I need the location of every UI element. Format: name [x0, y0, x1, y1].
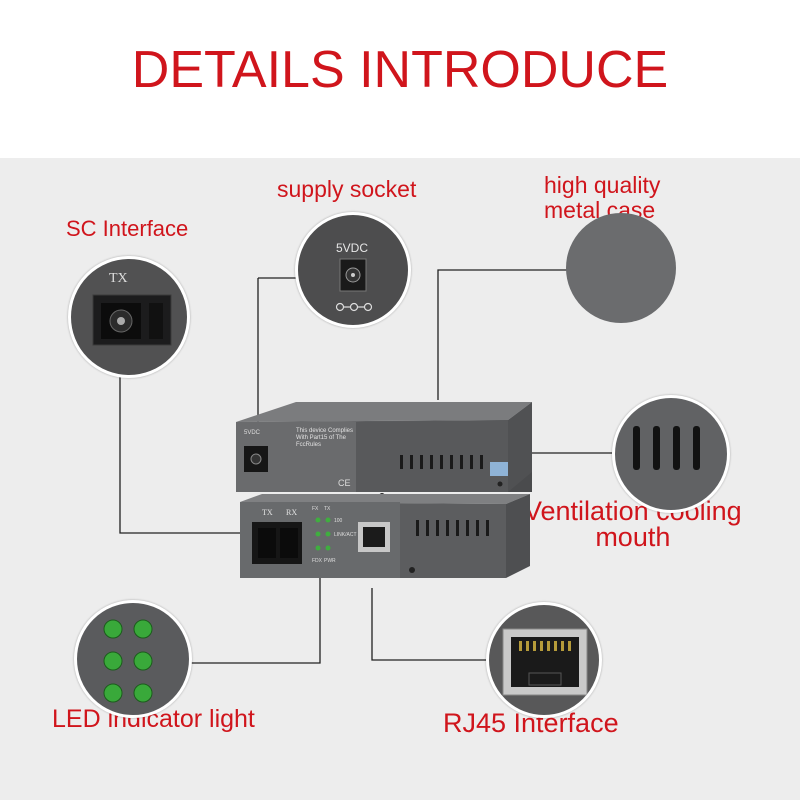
bottom-unit-leds: [315, 517, 331, 551]
device-tx-label: TX: [262, 508, 273, 517]
led-lights-image: [103, 619, 153, 703]
device-led-label-link: LINK/ACT: [334, 532, 357, 538]
ventilation-label-line1: Ventilation cooling: [524, 496, 742, 526]
sc-tx-label: TX: [109, 271, 128, 286]
ventilation-label: Ventilation cooling mouth: [524, 496, 742, 552]
rj45-port-image: [502, 628, 588, 696]
metal-case-zoom: [566, 213, 676, 323]
device-compliance-text: This device Complies With Part15 of The …: [296, 428, 354, 448]
device-power-label: 5VDC: [244, 430, 261, 436]
sc-port-image: [92, 294, 172, 346]
page-title: DETAILS INTRODUCE: [131, 41, 669, 99]
ventilation-label-line2: mouth: [595, 522, 671, 552]
rj45-zoom: [486, 602, 602, 718]
device-rx-label: RX: [286, 508, 298, 517]
supply-socket-label: supply socket: [277, 176, 417, 202]
ventilation-zoom: [612, 395, 730, 513]
bottom-unit-lid: [240, 494, 530, 504]
supply-socket-zoom: 5VDC: [295, 212, 411, 328]
device-led-label-pwr: PWR: [324, 558, 336, 564]
bottom-vent-slots: [416, 520, 489, 536]
ventilation-slots-image: [633, 426, 700, 470]
device-led-label-fx: FX: [312, 506, 319, 512]
led-zoom: [74, 600, 192, 718]
power-socket-image: [335, 258, 373, 312]
sc-interface-label: SC Interface: [66, 216, 189, 241]
device-led-label-fdx: FDX: [312, 558, 322, 564]
top-unit-lid: [236, 402, 532, 422]
device-led-label-100: 100: [334, 518, 343, 524]
sc-interface-zoom: TX: [68, 256, 190, 378]
zoom-power-label: 5VDC: [336, 241, 369, 255]
device-led-label-tx: TX: [324, 506, 331, 512]
top-vent-slots: [400, 455, 483, 469]
metal-case-label-line1: high quality: [544, 172, 661, 198]
device-ce-mark: CE: [338, 478, 351, 488]
